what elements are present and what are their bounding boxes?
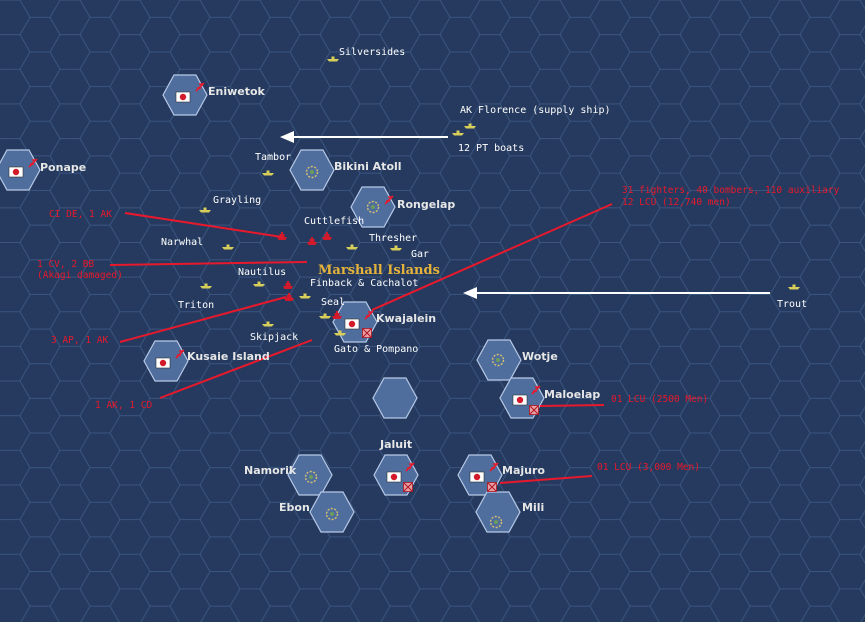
annotation-carrier-damage: (Akagi damaged) xyxy=(37,270,123,281)
unit-label-silversides[interactable]: Silversides xyxy=(339,47,405,58)
annotation-carrier-group: 1 CV, 2 BB xyxy=(37,259,94,270)
rising-sun-flag-icon[interactable] xyxy=(175,91,191,103)
base-label-maloelap[interactable]: Maloelap xyxy=(544,388,600,401)
rising-sun-flag-icon[interactable] xyxy=(469,471,485,483)
unit-label-nautilus[interactable]: Nautilus xyxy=(238,267,286,278)
base-label-ponape[interactable]: Ponape xyxy=(40,161,86,174)
unit-label-tambor[interactable]: Tambor xyxy=(255,152,291,163)
unit-label-thresher[interactable]: Thresher xyxy=(369,233,417,244)
ground-unit-icon[interactable] xyxy=(362,328,372,338)
region-title: Marshall Islands xyxy=(318,263,440,278)
unit-label-seal[interactable]: Seal xyxy=(321,297,345,308)
rising-sun-flag-icon[interactable] xyxy=(512,394,528,406)
annotation-destroyers: CI DE, 1 AK xyxy=(49,209,112,220)
base-label-bikini[interactable]: Bikini Atoll xyxy=(334,160,402,173)
annotation-transports: 3 AP, 1 AK xyxy=(51,335,108,346)
base-label-kwajalein[interactable]: Kwajalein xyxy=(376,312,436,325)
base-label-majuro[interactable]: Majuro xyxy=(502,464,545,477)
annotation-garrison-kwajalein: 12 LCU (12,740 men) xyxy=(622,197,731,208)
unit-label-trout[interactable]: Trout xyxy=(777,299,807,310)
rising-sun-flag-icon[interactable] xyxy=(155,357,171,369)
intel-annotations: CI DE, 1 AK 1 CV, 2 BB (Akagi damaged) 3… xyxy=(37,185,840,473)
unit-label-skipjack[interactable]: Skipjack xyxy=(250,332,298,343)
base-label-eniwetok[interactable]: Eniwetok xyxy=(208,85,266,98)
annotation-air-strength: 31 fighters, 40 bombers, 110 auxiliary xyxy=(622,185,840,196)
base-label-namorik[interactable]: Namorik xyxy=(244,464,297,477)
unit-label-pt-boats[interactable]: 12 PT boats xyxy=(458,143,524,154)
base-label-ebon[interactable]: Ebon xyxy=(279,501,310,514)
ground-unit-icon[interactable] xyxy=(529,405,539,415)
unit-label-triton[interactable]: Triton xyxy=(178,300,214,311)
unit-label-grayling[interactable]: Grayling xyxy=(213,195,261,206)
movement-arrows xyxy=(280,131,770,299)
unit-label-finback[interactable]: Finback & Cachalot xyxy=(310,278,418,289)
base-labels: Eniwetok Ponape Bikini Atoll Rongelap Kw… xyxy=(40,85,600,514)
rising-sun-flag-icon[interactable] xyxy=(344,318,360,330)
annotation-garrison-majuro: 01 LCU (3,000 Men) xyxy=(597,462,700,473)
base-label-rongelap[interactable]: Rongelap xyxy=(397,198,455,211)
annotation-cargo: 1 AK, 1 CD xyxy=(95,400,152,411)
unit-label-narwhal[interactable]: Narwhal xyxy=(161,237,203,248)
unit-label-cuttlefish[interactable]: Cuttlefish xyxy=(304,216,364,227)
rising-sun-flag-icon[interactable] xyxy=(386,471,402,483)
unit-label-gato[interactable]: Gato & Pompano xyxy=(334,344,418,355)
base-label-jaluit[interactable]: Jaluit xyxy=(379,438,412,451)
annotation-garrison-maloelap: 01 LCU (2500 Men) xyxy=(611,394,708,405)
unit-label-ak-florence[interactable]: AK Florence (supply ship) xyxy=(460,105,611,116)
annotation-lines xyxy=(109,203,613,484)
base-label-wotje[interactable]: Wotje xyxy=(522,350,558,363)
ground-unit-icon[interactable] xyxy=(403,482,413,492)
unit-label-gar[interactable]: Gar xyxy=(411,249,429,260)
base-label-kusaie[interactable]: Kusaie Island xyxy=(187,350,270,363)
rising-sun-flag-icon[interactable] xyxy=(8,166,24,178)
ground-unit-icon[interactable] xyxy=(487,482,497,492)
unit-labels: Silversides AK Florence (supply ship) 12… xyxy=(161,47,807,355)
base-label-mili[interactable]: Mili xyxy=(522,501,544,514)
